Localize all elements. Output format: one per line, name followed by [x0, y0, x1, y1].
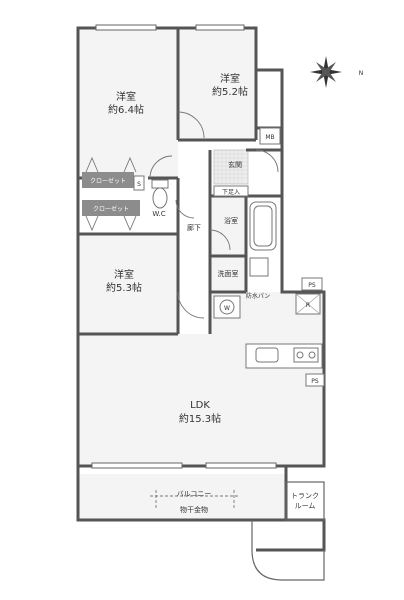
entrance-tile	[213, 149, 249, 185]
room3-area: 約5.3帖	[106, 281, 142, 294]
washing-pan-label: 防水パン	[246, 292, 270, 300]
closet-1-label: クローゼット	[90, 177, 126, 185]
bathroom-floor	[210, 196, 246, 256]
storage-box	[133, 175, 145, 191]
pipe-space-2-label: PS	[311, 378, 319, 385]
door-bath	[209, 229, 231, 251]
washroom-floor	[210, 256, 246, 292]
ldk-area: 約15.3帖	[179, 412, 221, 425]
balcony-sub: 物干金物	[180, 505, 208, 514]
shoe-box-label: 下足入	[222, 189, 240, 196]
window-room1	[95, 24, 157, 31]
western-room-1-floor	[78, 28, 178, 178]
sink-fixture	[249, 257, 269, 277]
washer-drum	[219, 299, 235, 315]
room1-area: 約6.4帖	[108, 103, 144, 116]
western-room-2-floor	[178, 28, 256, 140]
trunk-room-box	[285, 481, 325, 521]
door-room3	[177, 291, 205, 319]
bathtub-fixture	[249, 201, 277, 251]
western-room-3-floor	[78, 234, 178, 334]
kitchen-sink	[255, 347, 279, 363]
laundry-hanger	[150, 490, 240, 510]
compass-icon	[310, 56, 342, 88]
closet-1: クローゼット	[82, 172, 134, 188]
pipe-space-1-box	[301, 277, 323, 291]
closet-door-marks	[85, 156, 137, 232]
pipe-space-2-box	[305, 373, 325, 387]
washer-label: W	[224, 305, 230, 312]
trunk-room-line2: ルーム	[295, 502, 316, 510]
window-room2	[195, 24, 245, 31]
closet-2: クローゼット	[82, 200, 140, 216]
washroom-label: 洗面室	[218, 269, 239, 278]
closet-2-label: クローゼット	[93, 205, 129, 213]
balcony-floor	[78, 474, 286, 520]
door-room1	[149, 155, 173, 179]
window-ldk-1	[91, 462, 183, 469]
room1-name: 洋室	[116, 90, 136, 103]
entrance-label: 玄関	[228, 160, 242, 169]
door-entrance	[255, 149, 279, 173]
meter-box	[259, 127, 281, 145]
stove-fixture	[293, 347, 319, 363]
refrigerator-label: R	[306, 302, 310, 309]
door-wc	[175, 199, 195, 219]
shoe-box	[213, 185, 249, 197]
storage-label: S	[137, 181, 141, 188]
compass-north-label: N	[359, 70, 364, 77]
bathroom-label: 浴室	[224, 216, 238, 225]
balcony-name: バルコニー	[177, 490, 212, 498]
pipe-space-1-label: PS	[308, 282, 316, 289]
trunk-room-line1: トランク	[291, 492, 319, 500]
meter-box-label: MB	[265, 134, 274, 141]
window-ldk-2	[205, 462, 277, 469]
refrigerator-box	[295, 293, 321, 315]
room2-area: 約5.2帖	[212, 85, 248, 98]
ldk-name: LDK	[190, 400, 210, 411]
toilet-label: W.C	[152, 210, 165, 218]
room2-name: 洋室	[220, 72, 240, 85]
toilet-fixture	[151, 179, 169, 209]
door-room2	[177, 111, 205, 139]
room3-name: 洋室	[114, 268, 134, 281]
balcony-curve	[251, 520, 325, 581]
hallway-label: 廊下	[187, 223, 201, 232]
